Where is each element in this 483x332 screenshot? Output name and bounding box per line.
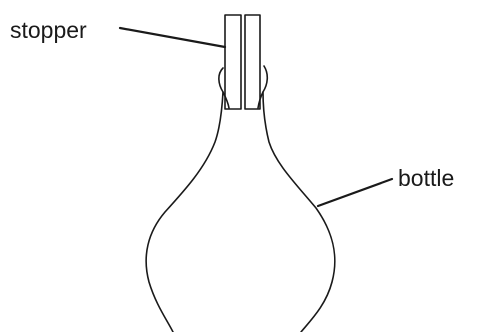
bottle <box>145 65 336 332</box>
stopper-right-half <box>244 14 261 110</box>
bottle-neck-inner-left <box>222 91 230 109</box>
stopper-left-half <box>224 14 242 110</box>
bottle-leader-line <box>316 177 394 208</box>
bottle-label: bottle <box>398 165 454 191</box>
stopper-label: stopper <box>10 17 87 43</box>
stopper-leader-line <box>118 26 227 49</box>
stopper <box>224 14 261 110</box>
